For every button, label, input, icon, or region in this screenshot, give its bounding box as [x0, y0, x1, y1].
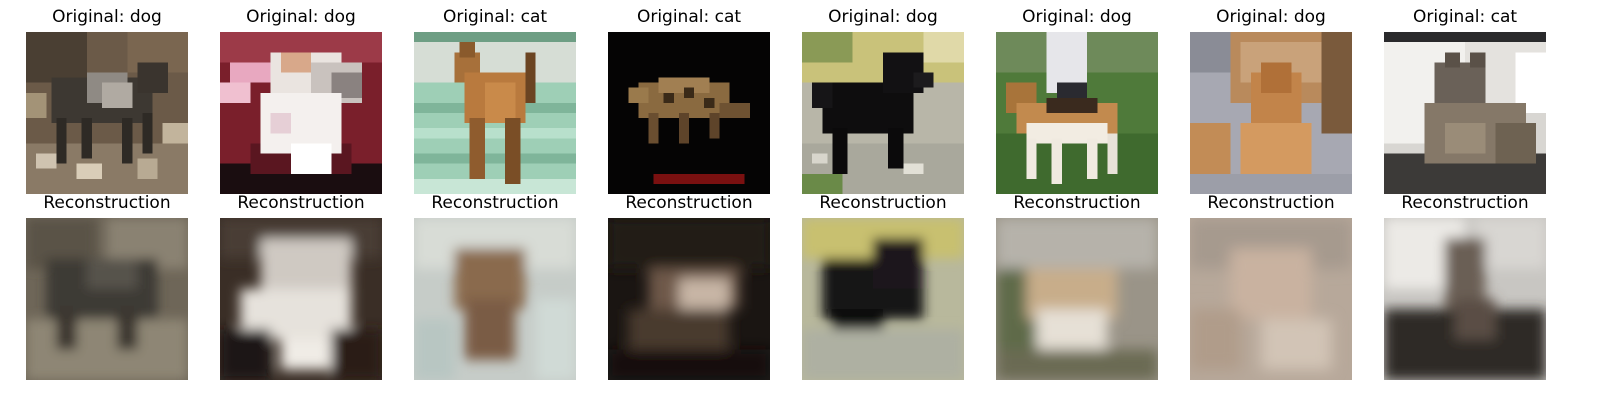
reconstruction-image-4: [608, 218, 770, 380]
reconstruction-image-8: [1384, 218, 1546, 380]
reconstruction-title-1: Reconstruction: [43, 193, 171, 213]
reconstruction-title-6: Reconstruction: [1013, 193, 1141, 213]
original-title-4: Original: cat: [636, 7, 742, 27]
original-title-1: Original: dog: [52, 7, 162, 27]
reconstruction-title-7: Reconstruction: [1207, 193, 1335, 213]
original-title-6: Original: dog: [1022, 7, 1132, 27]
original-image-1: [26, 32, 188, 194]
original-image-7: [1190, 32, 1352, 194]
original-image-3: [414, 32, 576, 194]
reconstruction-image-3: [414, 218, 576, 380]
reconstruction-image-6: [996, 218, 1158, 380]
original-title-2: Original: dog: [246, 7, 356, 27]
original-image-4: [608, 32, 770, 194]
original-image-6: [996, 32, 1158, 194]
reconstruction-title-3: Reconstruction: [431, 193, 559, 213]
reconstruction-title-4: Reconstruction: [625, 193, 753, 213]
original-image-2: [220, 32, 382, 194]
reconstruction-title-2: Reconstruction: [237, 193, 365, 213]
reconstruction-image-1: [26, 218, 188, 380]
original-image-8: [1384, 32, 1546, 194]
reconstruction-image-2: [220, 218, 382, 380]
original-title-5: Original: dog: [828, 7, 938, 27]
original-title-8: Original: cat: [1412, 7, 1518, 27]
reconstruction-title-8: Reconstruction: [1401, 193, 1529, 213]
original-image-5: [802, 32, 964, 194]
reconstruction-title-5: Reconstruction: [819, 193, 947, 213]
original-title-3: Original: cat: [442, 7, 548, 27]
original-title-7: Original: dog: [1216, 7, 1326, 27]
reconstruction-image-5: [802, 218, 964, 380]
reconstruction-image-7: [1190, 218, 1352, 380]
